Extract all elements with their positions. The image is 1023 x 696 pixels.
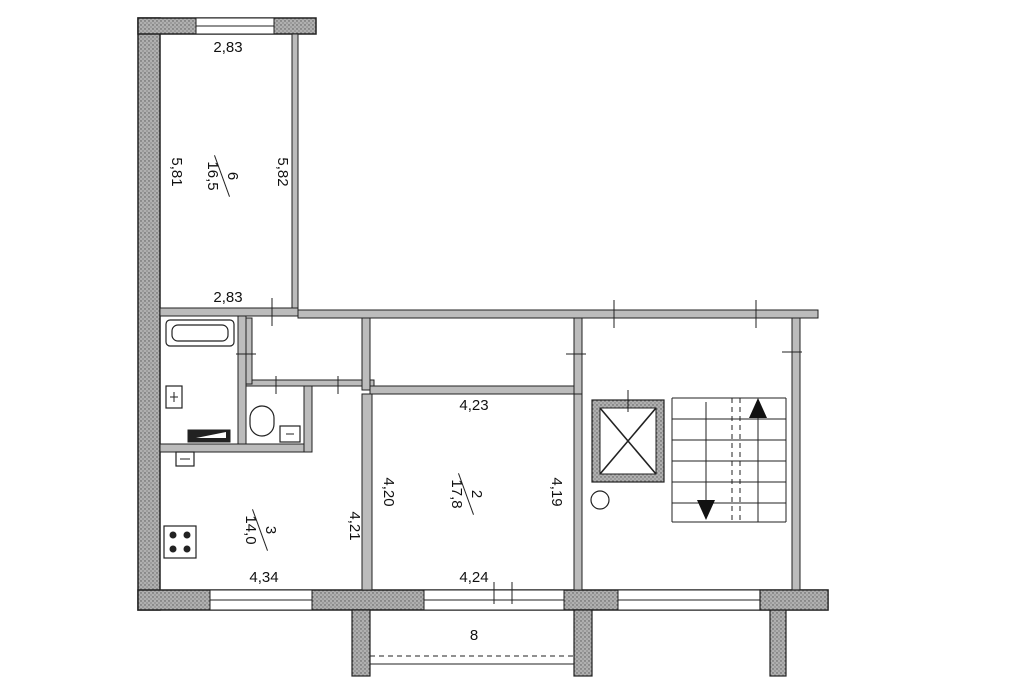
dim-room6-left: 5,81	[168, 157, 185, 186]
room-2-label: 2 17,8	[448, 473, 485, 515]
room-3-area: 14,0	[242, 515, 259, 544]
room-8-number: 8	[470, 627, 478, 644]
bathtub-icon	[165, 319, 235, 347]
dim-room3-right: 4,21	[346, 511, 363, 540]
room-6-number: 6	[224, 172, 241, 180]
room-3-number: 3	[262, 526, 279, 534]
room-2-number: 2	[468, 490, 485, 498]
sink-icon	[165, 385, 183, 409]
dim-room2-top: 4,23	[459, 397, 488, 414]
dim-room3-bottom: 4,34	[249, 569, 278, 586]
room-2-area: 17,8	[448, 479, 465, 508]
kitchen-sink-icon	[175, 451, 195, 467]
dim-room6-right: 5,82	[274, 157, 291, 186]
room-3-label: 3 14,0	[242, 509, 279, 551]
washer-icon	[187, 429, 231, 443]
toilet-icon	[249, 405, 301, 443]
stairs-icon	[671, 397, 787, 523]
dim-room2-left: 4,20	[380, 477, 397, 506]
interior-walls	[159, 307, 665, 591]
chute-icon	[590, 490, 610, 510]
room-6-area: 16,5	[204, 161, 221, 190]
room-6-label: 6 16,5	[204, 155, 241, 197]
balcony	[351, 589, 829, 677]
dim-room6-bottom: 2,83	[213, 289, 242, 306]
dim-room6-top: 2,83	[213, 39, 242, 56]
dim-room2-bottom: 4,24	[459, 569, 488, 586]
door-marks	[236, 298, 802, 604]
dim-room2-right: 4,19	[548, 477, 565, 506]
stove-icon	[163, 525, 197, 559]
